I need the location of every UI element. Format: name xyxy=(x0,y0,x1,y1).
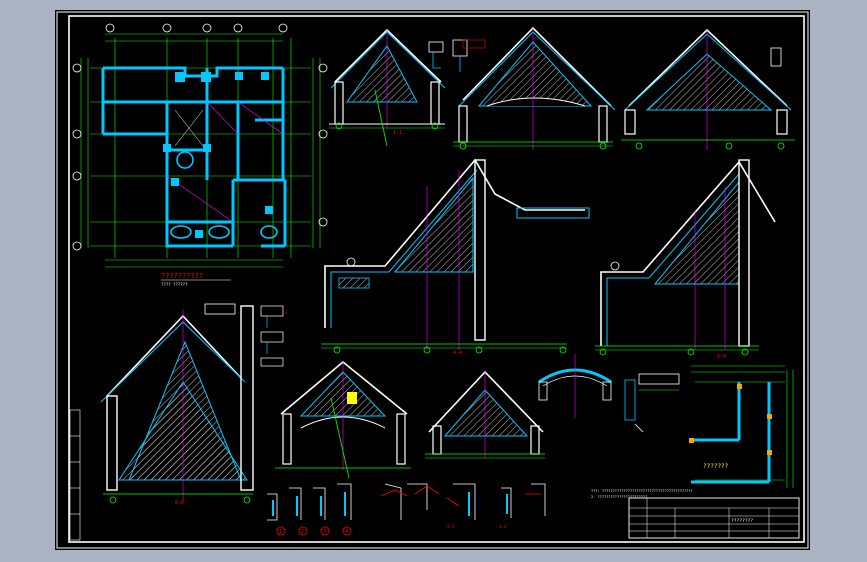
section-label-3: 3-3 xyxy=(499,524,507,529)
plan-caption-sub: ???? ?????? xyxy=(161,282,188,287)
floor-plan[interactable]: ?????????? ???? ?????? xyxy=(72,23,328,287)
section-label-2: 2-2 xyxy=(447,524,455,529)
detail-bracket-top[interactable] xyxy=(428,39,486,72)
section-1-1[interactable]: 1-1 xyxy=(329,28,446,147)
outer-frame xyxy=(56,11,809,549)
note-line-1: ???: ???????????????????????????????????… xyxy=(591,489,693,493)
drawing-canvas: ?????????? ???? ?????? 1-1 xyxy=(56,11,809,549)
note-line-2: 2. ??????????????????????? xyxy=(591,495,647,499)
section-label-5: 5-5 xyxy=(717,354,726,360)
detail-number-3: 3 xyxy=(323,529,326,535)
drawing-sheet: ?????????? ???? ?????? 1-1 xyxy=(55,10,810,550)
notes: ???: ???????????????????????????????????… xyxy=(591,489,693,499)
section-4-4[interactable]: 4-4 xyxy=(321,158,590,356)
partial-plan[interactable]: ??????? xyxy=(689,365,794,488)
detail-number-1: 1 xyxy=(279,529,282,535)
title-block[interactable]: ???????? xyxy=(628,497,800,539)
svg-text:1: 1 xyxy=(285,310,288,315)
beam-detail[interactable] xyxy=(624,373,680,433)
margin-table xyxy=(69,409,81,541)
partial-plan-caption: ??????? xyxy=(703,463,729,470)
section-8-8[interactable] xyxy=(425,370,545,459)
arch-detail[interactable] xyxy=(538,354,612,418)
detail-number-4: 4 xyxy=(345,529,348,535)
node-details[interactable]: 1 2 3 4 2-2 3-3 xyxy=(267,483,546,536)
section-label-1: 1-1 xyxy=(393,130,402,136)
section-label-4: 4-4 xyxy=(453,350,462,356)
section-label-6: 6-6 xyxy=(175,500,184,506)
plan-caption: ?????????? xyxy=(161,272,203,280)
section-2-2[interactable] xyxy=(453,26,616,150)
section-7-7[interactable] xyxy=(275,360,411,479)
detail-number-2: 2 xyxy=(301,529,304,535)
inner-frame xyxy=(68,15,805,543)
column-details[interactable]: 1 xyxy=(260,305,288,367)
section-5-5[interactable]: 5-5 xyxy=(595,159,776,360)
title-block-name: ???????? xyxy=(731,518,753,524)
section-3-3[interactable] xyxy=(621,28,795,150)
section-6-6[interactable]: 6-6 xyxy=(100,303,254,506)
